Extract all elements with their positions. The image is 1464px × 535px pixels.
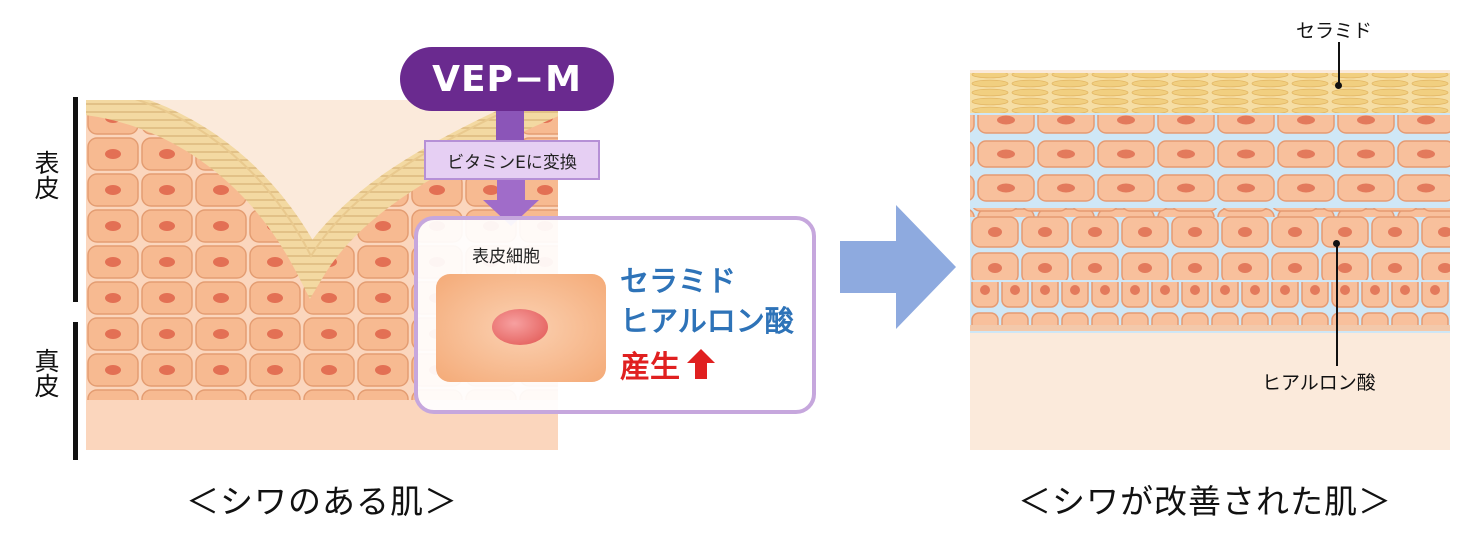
hyaluronic-callout-line <box>1336 244 1338 366</box>
down-arrow-icon <box>483 180 539 226</box>
improved-skin-illustration <box>970 70 1450 450</box>
dermis-label: 真皮 <box>31 348 60 398</box>
right-caption: ＜シワが改善された肌＞ <box>1018 482 1392 521</box>
hyaluronic-callout-dot <box>1333 240 1340 247</box>
epidermis-label: 表皮 <box>31 150 60 200</box>
cell-label: 表皮細胞 <box>472 247 540 267</box>
compound-pill: VEP−M <box>400 47 614 111</box>
down-arrow-icon <box>496 111 524 141</box>
product-ceramide: セラミド <box>620 264 737 298</box>
hyaluronic-callout-label: ヒアルロン酸 <box>1262 372 1376 394</box>
left-caption: ＜シワのある肌＞ <box>186 482 458 521</box>
ceramide-callout-dot <box>1335 82 1342 89</box>
production-label: 産生 <box>620 350 680 385</box>
right-arrow-icon <box>840 205 956 329</box>
up-arrow-icon <box>687 349 715 379</box>
ceramide-callout-label: セラミド <box>1296 20 1373 42</box>
cell-nucleus <box>492 309 548 345</box>
epidermis-bracket-line <box>73 97 78 302</box>
production-indicator: 産生 <box>620 342 716 386</box>
product-hyaluronic-acid: ヒアルロン酸 <box>620 304 794 338</box>
ceramide-callout-line <box>1338 42 1340 84</box>
conversion-box: ビタミンEに変換 <box>424 140 600 180</box>
dermis-bracket-line <box>73 322 78 460</box>
